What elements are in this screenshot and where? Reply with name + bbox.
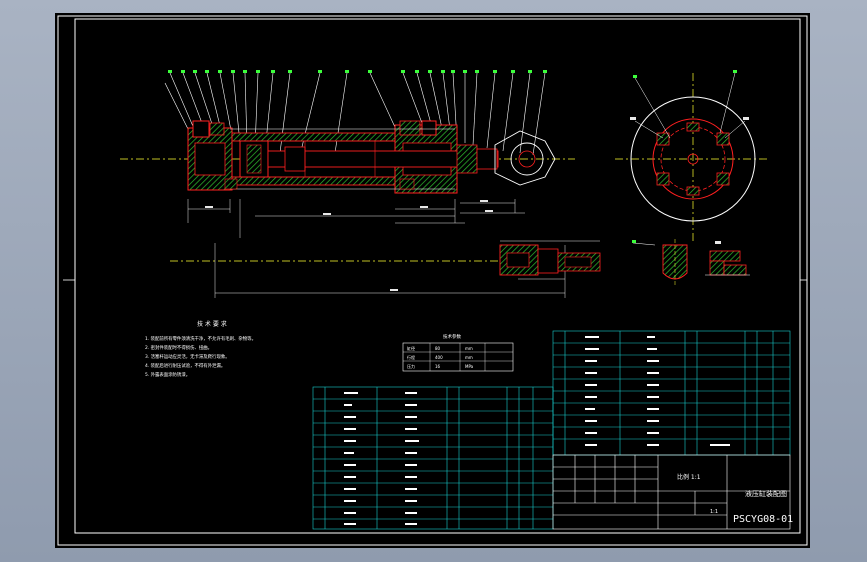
spec-cell: MPa [465, 364, 474, 369]
spec-table-title: 技术参数 [443, 333, 461, 340]
bom-left-cell-marks [344, 392, 419, 525]
detail-section-b [705, 241, 750, 276]
spec-cell: mm [465, 355, 473, 360]
spec-cell: 缸径 [407, 345, 415, 351]
bom-right-cell-marks [585, 336, 730, 446]
spec-table: 技术参数 缸径 80 mm 行程 400 mm 压力 16 MPa [402, 333, 514, 372]
inner-frame [74, 18, 801, 534]
extended-length-text [390, 289, 398, 291]
dim-text-marks [205, 200, 493, 215]
tech-requirement-line: 4. 装配后进行耐压试验，不得有外泄漏。 [145, 362, 225, 369]
main-dimensions [187, 199, 525, 238]
tech-requirement-line: 2. 密封件装配时不得损伤、扭曲。 [145, 344, 212, 351]
bom-table-left [312, 386, 554, 530]
tech-requirements-title: 技 术 要 求 [197, 320, 227, 328]
outer-frame [57, 15, 808, 546]
rod-end-detail [499, 240, 601, 280]
spec-cell: 400 [435, 355, 443, 360]
spec-cell: 16 [435, 364, 441, 369]
tech-requirement-line: 3. 活塞杆运动应灵活，无卡滞及爬行现象。 [145, 353, 230, 360]
end-view-flange [615, 70, 770, 243]
assembly-drawing: 技 术 要 求 1. 装配前所有零件须清洗干净，不允许有毛刺、杂物等。 2. 密… [57, 15, 808, 546]
cad-viewport[interactable]: 技 术 要 求 1. 装配前所有零件须清洗干净，不允许有毛刺、杂物等。 2. 密… [55, 13, 810, 548]
drawing-number: PSCYG08-01 [733, 514, 793, 525]
tech-requirements-list: 1. 装配前所有零件须清洗干净，不允许有毛刺、杂物等。 2. 密封件装配时不得损… [145, 335, 256, 378]
scale-value: 1:1 [710, 509, 718, 515]
tech-requirement-line: 5. 外露表面涂防锈漆。 [145, 371, 190, 378]
cylinder-section-view [187, 120, 556, 194]
scale-label: 比例 1:1 [677, 473, 701, 481]
balloon-markers [168, 70, 547, 73]
detail-section-a [632, 239, 688, 285]
spec-cell: 行程 [407, 354, 415, 360]
title-block [552, 454, 791, 530]
drawing-title: 液压缸装配图 [745, 489, 787, 498]
tech-requirement-line: 1. 装配前所有零件须清洗干净，不允许有毛刺、杂物等。 [145, 335, 256, 342]
bom-table-right [552, 330, 791, 456]
spec-cell: 80 [435, 346, 441, 351]
spec-cell: 压力 [407, 363, 415, 369]
spec-cell: mm [465, 346, 473, 351]
